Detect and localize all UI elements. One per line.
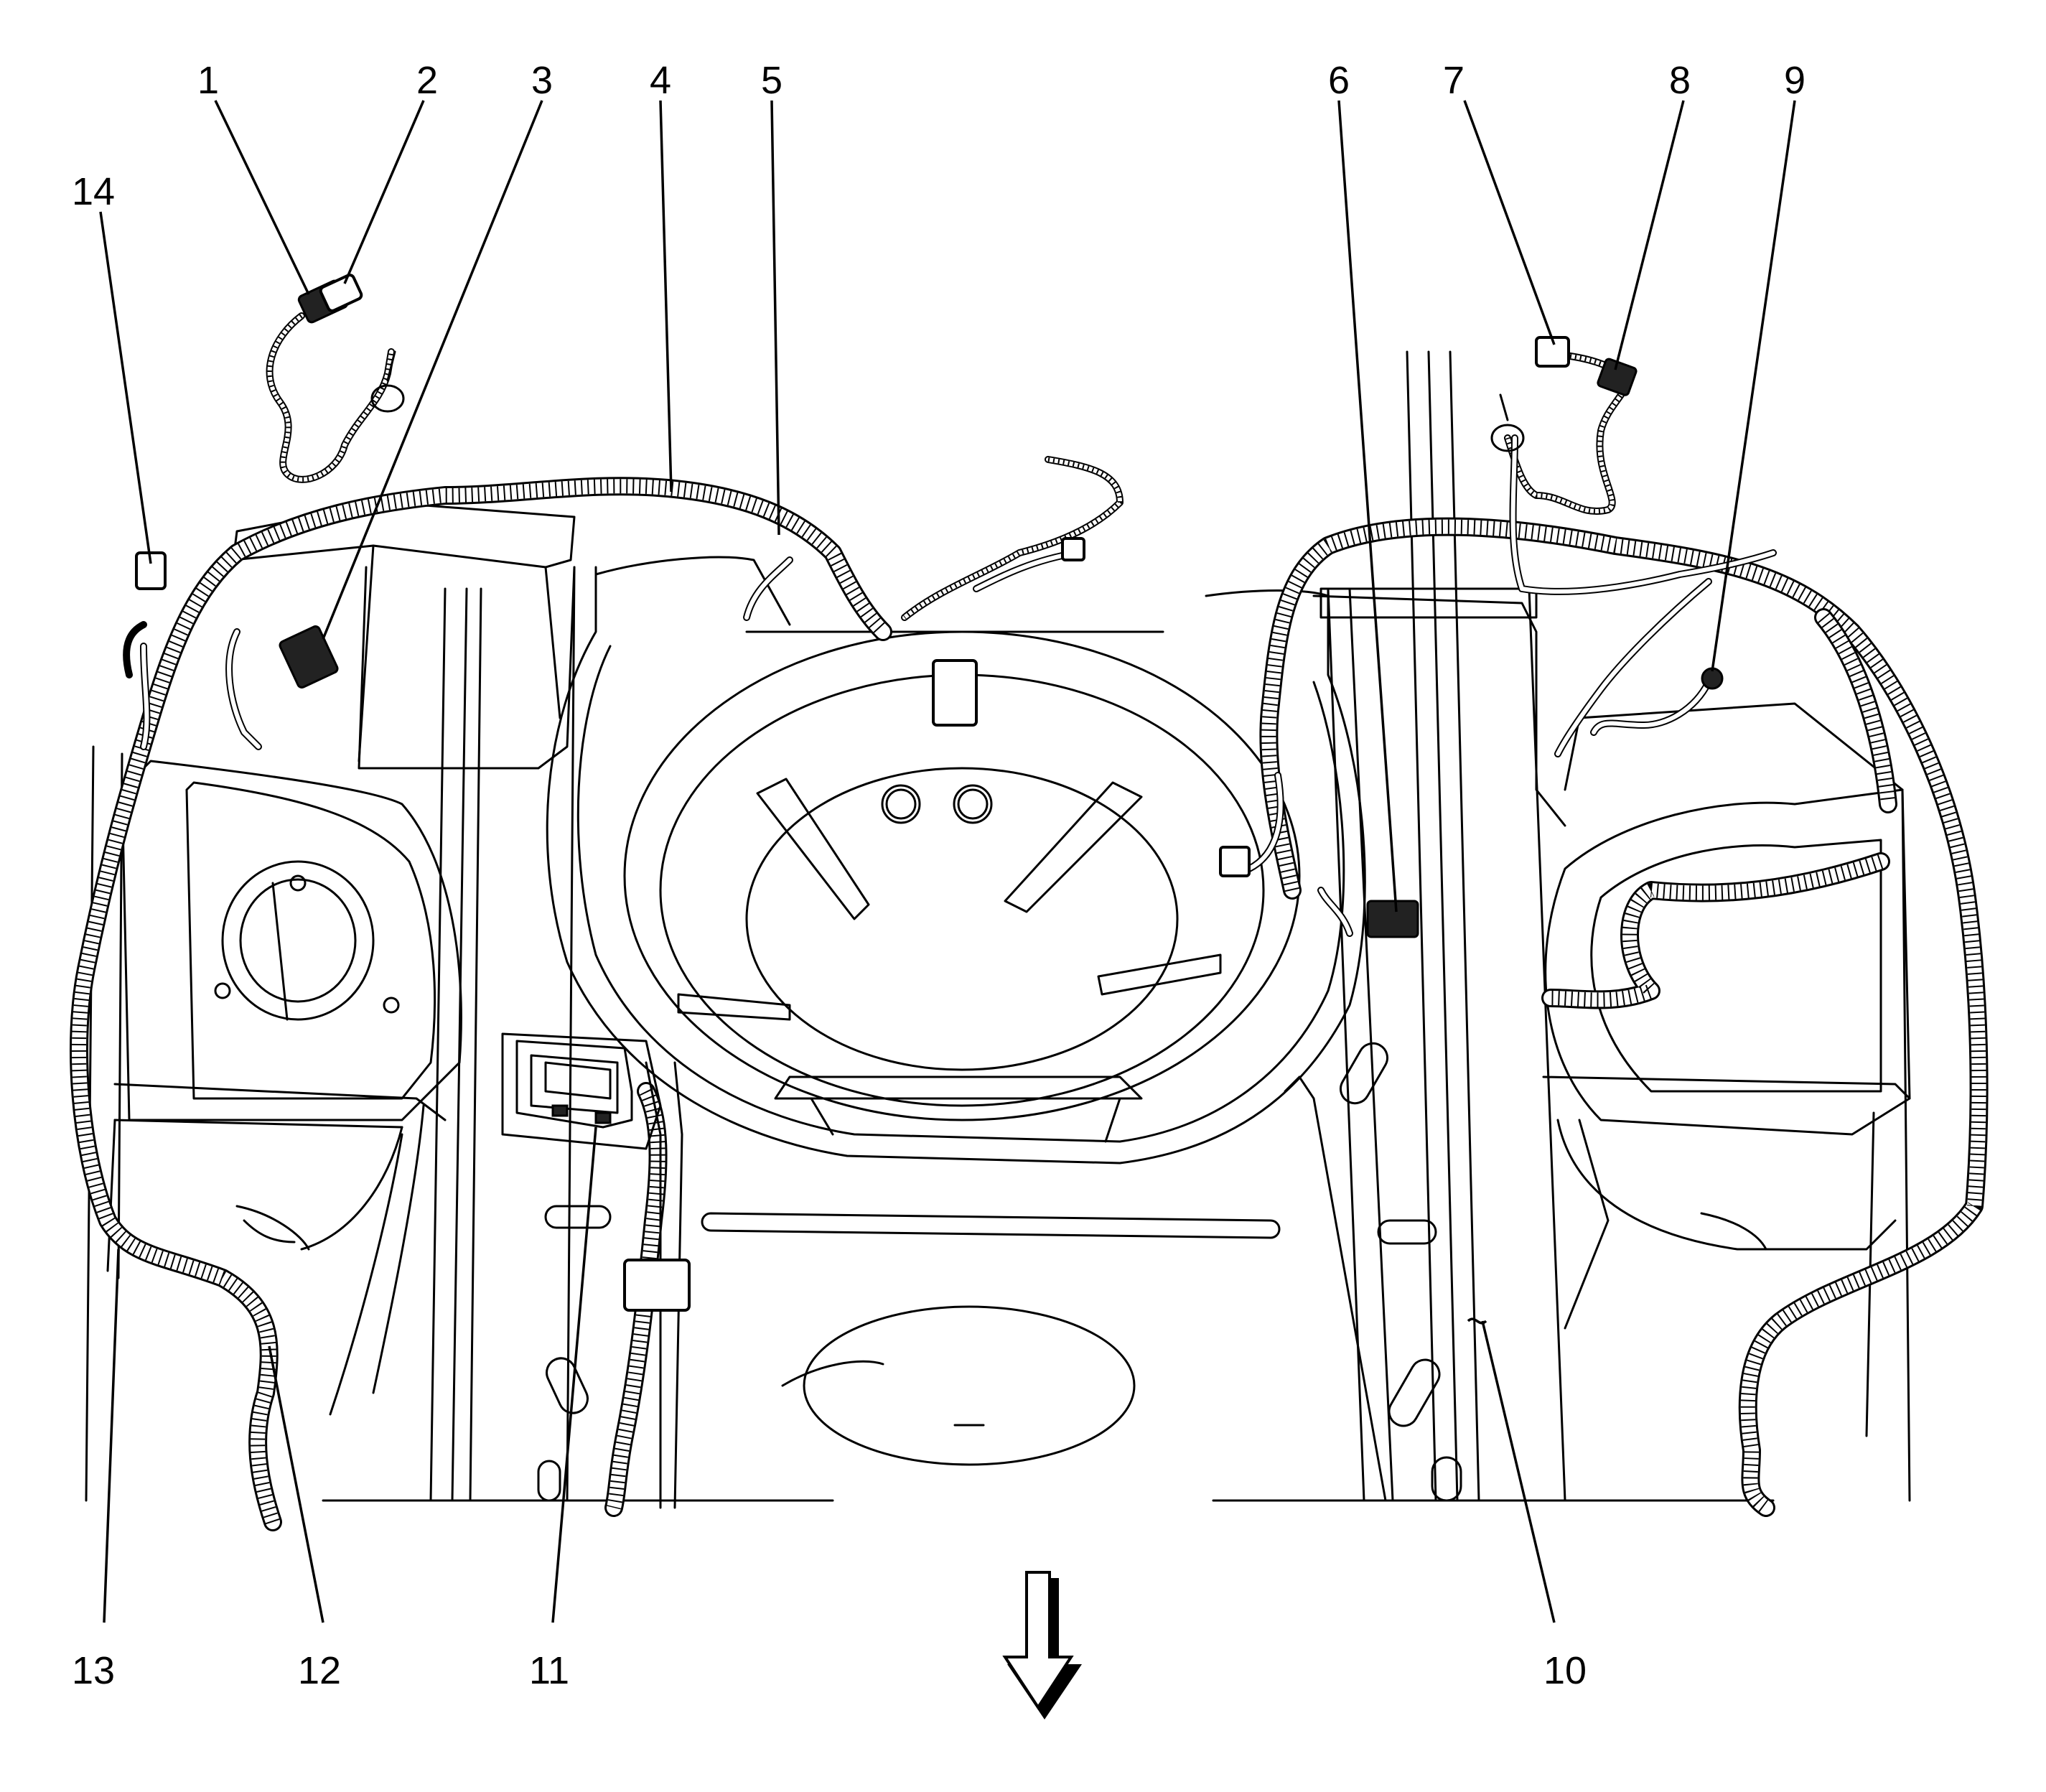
connector-2 xyxy=(319,274,363,312)
connector-center-small xyxy=(1061,537,1085,561)
callout-13: 13 xyxy=(72,1649,115,1692)
module-11 xyxy=(501,1032,662,1150)
connector-14 xyxy=(135,551,167,590)
callout-5: 5 xyxy=(761,59,783,102)
connector-center-right xyxy=(1219,846,1251,877)
callout-10: 10 xyxy=(1543,1649,1587,1692)
main-wiring-harness xyxy=(70,477,1989,1531)
right-wheelhouse xyxy=(1542,788,1911,1502)
grommet-left xyxy=(370,384,405,413)
floor-pan xyxy=(537,1042,1462,1502)
connector-9 xyxy=(1701,667,1724,690)
callout-12: 12 xyxy=(298,1649,341,1692)
left-wheelhouse xyxy=(106,760,462,1272)
callout-14: 14 xyxy=(72,170,115,213)
connector-6 xyxy=(1366,900,1419,938)
connector-3 xyxy=(279,625,339,689)
callout-1: 1 xyxy=(197,59,219,102)
leader-lines xyxy=(99,100,1796,1623)
callout-labels: 1 2 3 4 5 6 7 8 9 10 11 12 13 14 xyxy=(72,59,1806,1692)
callout-7: 7 xyxy=(1443,59,1465,102)
callout-2: 2 xyxy=(416,59,438,102)
callout-8: 8 xyxy=(1669,59,1691,102)
connector-center-module xyxy=(932,659,978,727)
connectors xyxy=(135,274,1724,1509)
connector-8 xyxy=(1597,358,1638,396)
small-wires xyxy=(123,312,1777,937)
callout-11: 11 xyxy=(529,1649,569,1692)
callout-3: 3 xyxy=(531,59,553,102)
callout-9: 9 xyxy=(1784,59,1806,102)
grommet-right xyxy=(1490,424,1525,452)
vehicle-body-structure xyxy=(85,350,1911,1502)
callout-6: 6 xyxy=(1328,59,1350,102)
callout-4: 4 xyxy=(650,59,671,102)
arrow-down-icon xyxy=(1002,1571,1082,1719)
floor-harness-clip xyxy=(623,1259,691,1312)
